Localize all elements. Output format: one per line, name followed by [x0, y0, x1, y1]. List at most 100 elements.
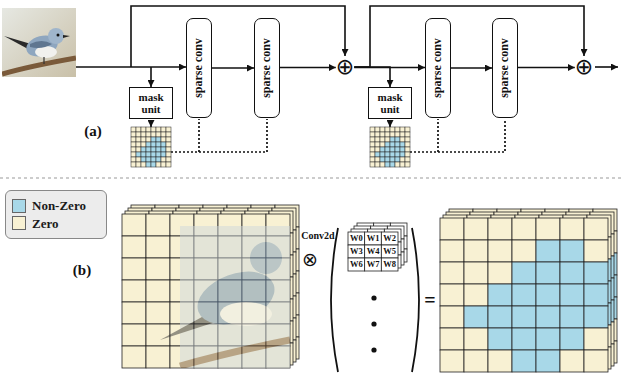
- dotted-line: [410, 119, 505, 152]
- grid-cell: [584, 284, 608, 306]
- grid-cell: [385, 157, 390, 162]
- grid-cell: [131, 142, 136, 147]
- ellipsis-dot: [371, 347, 376, 352]
- grid-cell: [131, 157, 136, 162]
- grid-cell: [166, 162, 171, 167]
- grid-cell: [370, 147, 375, 152]
- grid-layer: [446, 212, 614, 366]
- kernel-weight: W6: [350, 260, 363, 269]
- grid-cell: [161, 132, 166, 137]
- grid-cell: [512, 328, 536, 350]
- grid-cell: [370, 152, 375, 157]
- legend-box: Non-ZeroZero: [5, 190, 107, 239]
- output-arrow: [595, 66, 618, 68]
- grid-cell: [146, 324, 170, 346]
- grid-cell: [161, 162, 166, 167]
- grid-layer: [370, 127, 410, 167]
- grid-cell: [136, 152, 141, 157]
- grid-cell: [348, 258, 365, 271]
- grid-cell: [390, 162, 395, 167]
- grid-cell: [375, 142, 380, 147]
- grid-cell: [405, 142, 410, 147]
- connector-arrow: [451, 67, 492, 69]
- left-parenthesis: [331, 228, 338, 372]
- grid-cell: [136, 147, 141, 152]
- grid-cell: [390, 157, 395, 162]
- grid-cell: [405, 152, 410, 157]
- grid-cell: [440, 240, 464, 262]
- grid-cell: [375, 132, 380, 137]
- grid-cell: [146, 302, 170, 324]
- grid-cell: [122, 214, 146, 236]
- grid-cell: [146, 162, 151, 167]
- grid-cell: [440, 218, 464, 240]
- legend-item: Non-Zero: [12, 198, 100, 214]
- grid-layer: [131, 127, 171, 167]
- bird-head: [48, 28, 64, 44]
- grid-cell: [146, 280, 170, 302]
- sparse-conv-box: sparse conv: [492, 18, 518, 118]
- grid-cell: [151, 137, 156, 142]
- legend-text: Non-Zero: [32, 198, 86, 214]
- grid-cell: [136, 127, 141, 132]
- grid-cell: [380, 142, 385, 147]
- dotted-line: [437, 119, 439, 152]
- grid-cell: [405, 147, 410, 152]
- sum-node: ⊕: [575, 56, 593, 78]
- grid-cell: [365, 232, 382, 245]
- grid-cell: [385, 142, 390, 147]
- grid-cell: [122, 324, 146, 346]
- mask-arrow: [389, 120, 391, 127]
- mask-unit-box: mask unit: [129, 87, 173, 119]
- connector-arrow: [212, 67, 254, 69]
- grid-cell: [141, 142, 146, 147]
- grid-cell: [375, 152, 380, 157]
- grid-cell: [488, 240, 512, 262]
- grid-cell: [161, 157, 166, 162]
- grid-cell: [390, 127, 395, 132]
- grid-cell: [136, 137, 141, 142]
- grid-cell: [488, 306, 512, 328]
- grid-cell: [380, 137, 385, 142]
- grid-cell: [584, 262, 608, 284]
- grid-cell: [536, 350, 560, 372]
- grid-cell: [395, 142, 400, 147]
- grid-cell: [536, 328, 560, 350]
- grid-cell: [512, 350, 536, 372]
- grid-cell: [390, 142, 395, 147]
- grid-cell: [385, 162, 390, 167]
- node-text: sparse conv: [431, 38, 444, 98]
- grid-cell: [464, 350, 488, 372]
- bird-photo: [2, 8, 76, 77]
- grid-cell: [131, 147, 136, 152]
- grid-cell: [370, 137, 375, 142]
- grid-cell: [166, 147, 171, 152]
- grid-cell: [156, 127, 161, 132]
- grid-cell: [560, 306, 584, 328]
- grid-cell: [156, 157, 161, 162]
- grid-cell: [141, 137, 146, 142]
- grid-cell: [156, 142, 161, 147]
- grid-cell: [370, 142, 375, 147]
- node-text: mask unit: [134, 91, 168, 115]
- grid-cell: [400, 162, 405, 167]
- grid-cell: [584, 328, 608, 350]
- legend-text: Zero: [32, 216, 58, 232]
- connector-arrow: [280, 67, 336, 69]
- mask-unit-box: mask unit: [368, 87, 412, 119]
- skip-connection: [131, 6, 345, 67]
- bird-wing: [30, 41, 52, 48]
- grid-cell: [381, 258, 398, 271]
- grid-cell: [156, 147, 161, 152]
- grid-cell: [381, 232, 398, 245]
- grid-cell: [512, 262, 536, 284]
- overlay-belly: [220, 302, 272, 326]
- grid-group: [122, 127, 617, 372]
- node-text: mask unit: [373, 91, 407, 115]
- grid-cell: [166, 157, 171, 162]
- grid-cell: [136, 132, 141, 137]
- grid-cell: [136, 162, 141, 167]
- grid-cell: [365, 258, 382, 271]
- grid-cell: [151, 132, 156, 137]
